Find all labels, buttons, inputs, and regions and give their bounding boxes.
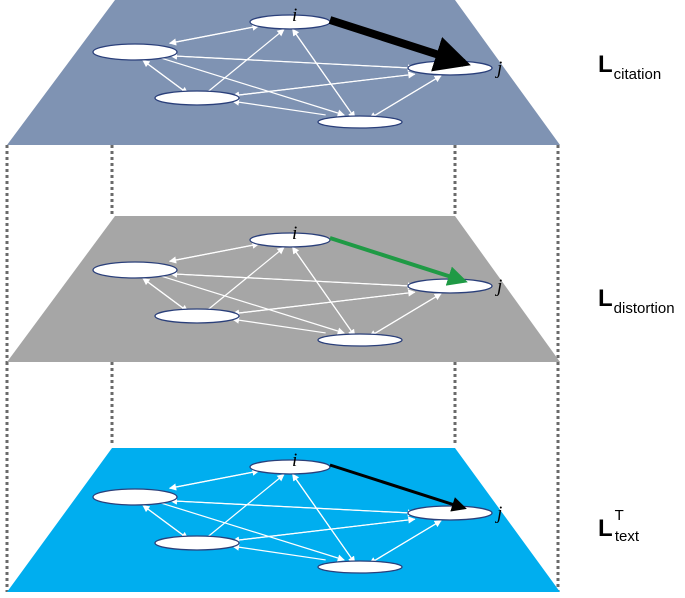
edge-B-to-j: [232, 289, 416, 315]
node-C: [317, 333, 403, 347]
node-C: [317, 560, 403, 574]
edge-j-to-A: [169, 52, 415, 69]
layer-label-sub: distortion: [614, 300, 675, 317]
edge-A-to-B: [142, 277, 189, 313]
edge-B-to-j: [232, 516, 416, 542]
edge-B-to-i: [205, 474, 285, 540]
layer-label-citation: Lcitation: [598, 51, 661, 83]
highlighted-edge-i-to-j: [328, 16, 471, 72]
node-A: [92, 488, 178, 506]
node-j-label: j: [494, 503, 502, 524]
node-i: [249, 14, 331, 30]
node-j: [407, 60, 493, 76]
edge-B-to-i: [205, 29, 285, 95]
edge-B-to-i: [205, 247, 285, 313]
layer-plane-text: [7, 448, 560, 592]
edge-C-to-B: [231, 543, 326, 561]
edge-A-to-i: [169, 241, 260, 262]
edge-A-to-C: [157, 274, 345, 335]
edge-j-to-A: [169, 497, 415, 514]
edge-A-to-i: [169, 23, 260, 44]
edge-A-to-B: [142, 504, 189, 540]
edge-C-to-j: [369, 293, 442, 338]
edge-C-to-i: [292, 246, 356, 337]
layer-label-sub: citation: [614, 66, 662, 83]
node-C: [317, 115, 403, 129]
edge-B-to-j: [232, 71, 416, 97]
node-B: [154, 308, 240, 324]
node-j: [407, 278, 493, 294]
edge-A-to-B: [142, 59, 189, 95]
edge-A-to-C: [157, 56, 345, 117]
node-B: [154, 90, 240, 106]
layer-citation: i j Lcitation: [7, 0, 661, 145]
layer-label-main: L: [598, 51, 613, 78]
highlighted-edge-i-to-j: [329, 463, 467, 512]
edges-citation: [142, 23, 442, 120]
layer-plane-citation: [7, 0, 560, 145]
edge-j-to-A: [169, 270, 415, 287]
edge-C-to-B: [231, 316, 326, 334]
layer-label-main: L: [598, 515, 613, 542]
layer-plane-distortion: [7, 216, 560, 362]
layer-connectors: [5, 145, 560, 592]
highlighted-edge-i-to-j: [329, 236, 468, 286]
node-i-label: i: [292, 223, 297, 244]
layer-distortion: i j Ldistortion: [7, 216, 675, 362]
node-j-label: j: [494, 58, 502, 79]
edge-C-to-i: [292, 28, 356, 119]
edge-A-to-C: [157, 501, 345, 562]
edge-C-to-i: [292, 473, 356, 564]
edge-C-to-B: [231, 98, 326, 116]
edges-text: [142, 468, 442, 565]
node-A: [92, 43, 178, 61]
layer-label-sub: text: [615, 528, 640, 545]
edges-distortion: [142, 241, 442, 338]
node-i-label: i: [292, 450, 297, 471]
node-B: [154, 535, 240, 551]
edge-C-to-j: [369, 75, 442, 120]
edge-A-to-i: [169, 468, 260, 489]
layer-label-distortion: Ldistortion: [598, 285, 675, 317]
layer-label-sup: T: [615, 507, 624, 524]
layer-label-main: L: [598, 285, 613, 312]
edge-C-to-j: [369, 520, 442, 565]
node-j: [407, 505, 493, 521]
node-i-label: i: [292, 5, 297, 26]
node-i: [249, 232, 331, 248]
node-j-label: j: [494, 276, 502, 297]
node-i: [249, 459, 331, 475]
node-A: [92, 261, 178, 279]
